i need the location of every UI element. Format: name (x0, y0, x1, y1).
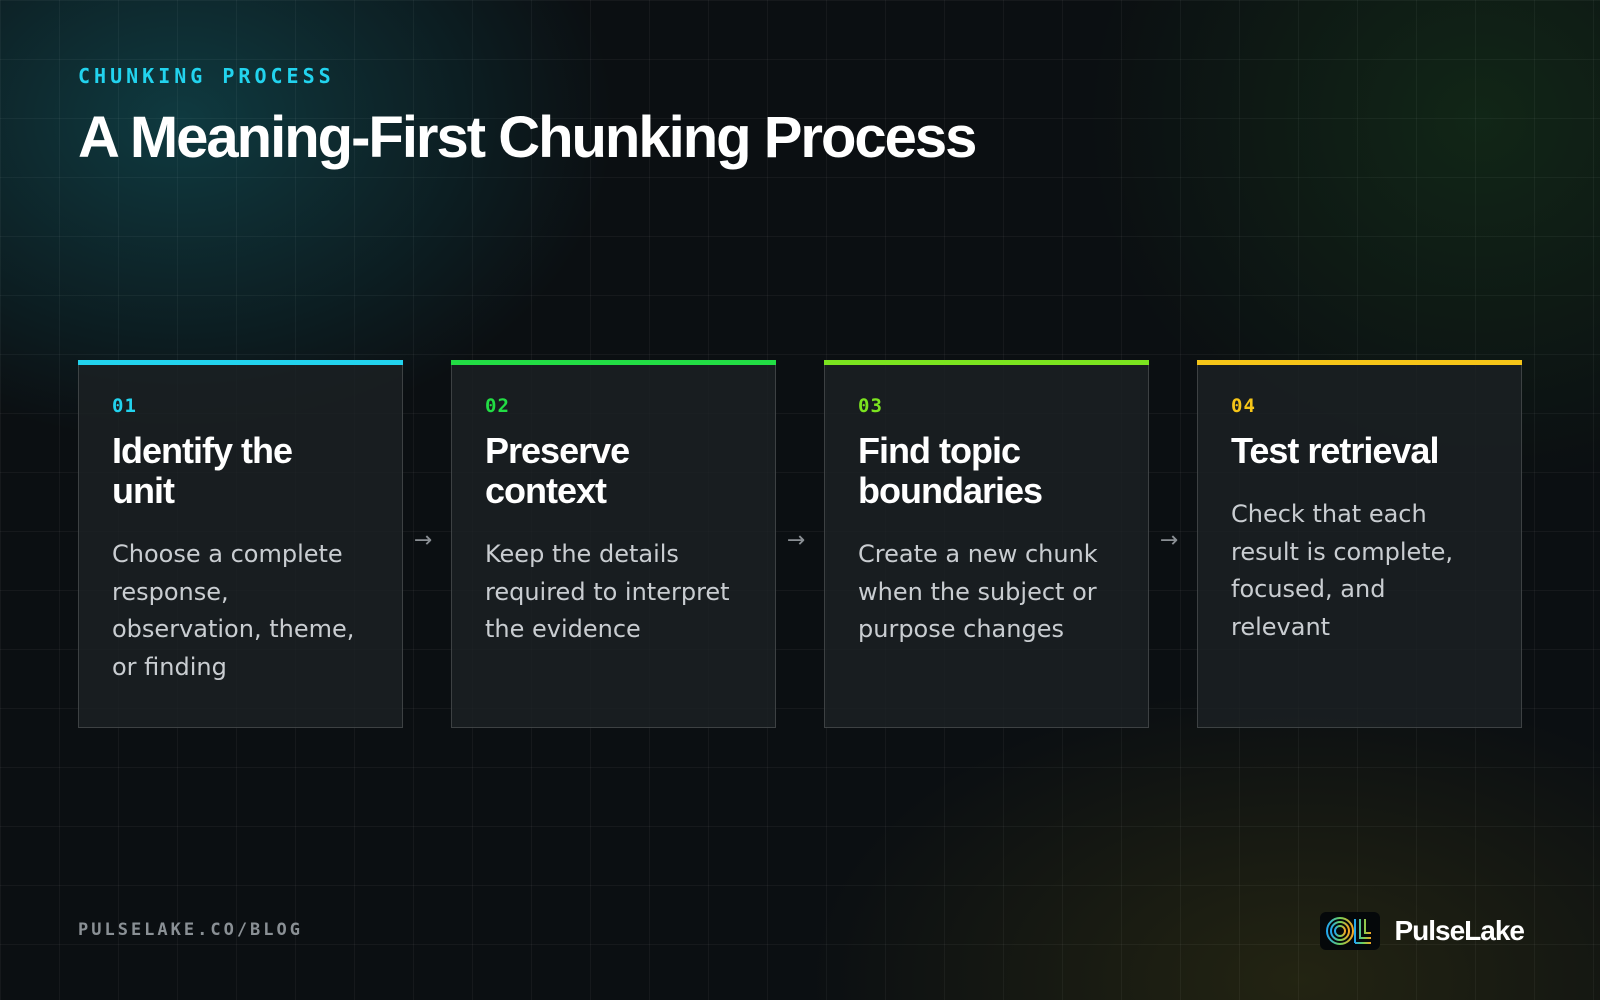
arrow-right-icon: → (786, 528, 806, 553)
step-accent-bar (451, 360, 776, 365)
footer-url[interactable]: PULSELAKE.CO/BLOG (78, 920, 303, 940)
step-card-2: 02 Preserve context Keep the details req… (451, 360, 776, 728)
step-card-1: 01 Identify the unit Choose a complete r… (78, 360, 403, 728)
step-card-4: 04 Test retrieval Check that each result… (1197, 360, 1522, 728)
page-title: A Meaning-First Chunking Process (78, 105, 977, 170)
step-title: Find topic boundaries (858, 430, 1043, 511)
step-number: 01 (112, 395, 137, 417)
step-description: Keep the details required to interpret t… (485, 540, 730, 643)
process-steps: 01 Identify the unit Choose a complete r… (78, 360, 1524, 728)
step-description: Choose a complete response, observation,… (112, 540, 355, 681)
arrow-right-icon: → (413, 528, 433, 553)
step-number: 04 (1231, 395, 1256, 417)
step-accent-bar (824, 360, 1149, 365)
brand-name: PulseLake (1394, 915, 1525, 946)
step-title: Test retrieval (1231, 430, 1439, 471)
step-accent-bar (1197, 360, 1522, 365)
step-title: Identify the unit (112, 430, 293, 511)
step-card-3: 03 Find topic boundaries Create a new ch… (824, 360, 1149, 728)
step-description: Check that each result is complete, focu… (1231, 500, 1454, 641)
eyebrow-label: CHUNKING PROCESS (78, 64, 335, 88)
brand: PulseLake (1320, 912, 1525, 950)
step-number: 02 (485, 395, 510, 417)
arrow-right-icon: → (1159, 528, 1179, 553)
step-title: Preserve context (485, 430, 630, 511)
step-number: 03 (858, 395, 883, 417)
pulselake-logo-icon (1320, 912, 1381, 950)
step-accent-bar (78, 360, 403, 365)
step-description: Create a new chunk when the subject or p… (858, 540, 1098, 643)
